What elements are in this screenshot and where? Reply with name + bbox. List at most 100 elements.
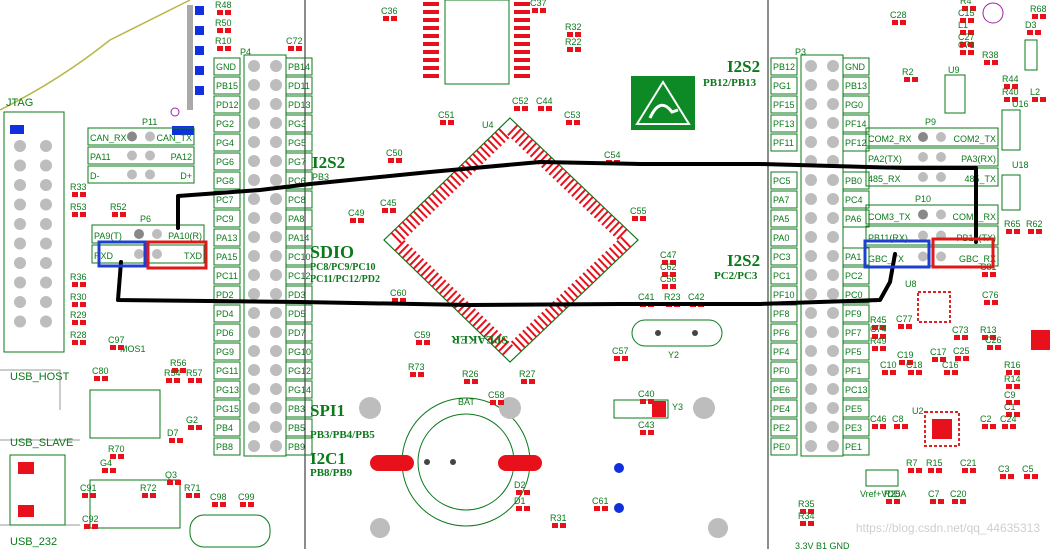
pad (886, 499, 892, 504)
pad (400, 298, 406, 303)
designator-r30: R30 (70, 292, 87, 302)
pad (894, 424, 900, 429)
mcu-pin (582, 272, 594, 284)
p4-left-label: PD12 (216, 100, 239, 110)
pad (892, 20, 898, 25)
mcu-pin (405, 217, 417, 230)
mcu-pin (394, 240, 406, 252)
p4-pin (248, 307, 260, 319)
designator-r26: R26 (462, 369, 479, 379)
mcu-pin (435, 279, 447, 291)
p3-pin (805, 440, 817, 452)
p4-left-label: PG9 (216, 347, 234, 357)
mcu-pin (589, 203, 602, 215)
jtag-pin (40, 315, 52, 328)
pad (424, 340, 430, 345)
pad (1010, 424, 1016, 429)
mcu-pin (464, 308, 476, 320)
p3-left-box (770, 209, 798, 228)
p4-pin (270, 345, 282, 357)
pad (72, 340, 78, 345)
designator-c59: C59 (414, 330, 431, 340)
pad (882, 370, 888, 375)
jtag-pin (14, 218, 26, 230)
chip-pin (514, 50, 530, 54)
p3-pin (827, 136, 839, 148)
pad (546, 106, 552, 111)
p4-pin (248, 231, 260, 243)
pad (167, 480, 173, 485)
designator-c47: C47 (660, 250, 677, 260)
pad (808, 521, 814, 526)
p3-right-label: PE5 (845, 404, 862, 414)
p4-left-label: PD4 (216, 309, 234, 319)
p4-right-label: PC8 (288, 195, 306, 205)
mcu-pin (472, 153, 484, 165)
pad (622, 356, 628, 361)
p11-label: PA11 (90, 152, 111, 162)
designator-r22: R22 (565, 37, 582, 47)
p9-pin (936, 172, 946, 182)
p4-pin (270, 364, 282, 376)
p3-left-box (770, 399, 798, 418)
p4-pin (270, 174, 282, 186)
chip-pin (514, 2, 530, 6)
pad (217, 10, 223, 15)
mcu-pin (435, 189, 447, 201)
designator-d1: D1 (514, 496, 526, 506)
pad (532, 8, 538, 13)
p9-pin (918, 172, 928, 182)
module-pad-column (170, 6, 204, 135)
p4-left-label: PG4 (216, 138, 234, 148)
p4-left-box (213, 57, 241, 76)
mcu-pin (605, 250, 617, 263)
mcu-pin (522, 329, 534, 342)
designator-c52: C52 (512, 96, 529, 106)
jtag-label: JTAG (6, 97, 33, 109)
p4-right-label: PB3 (288, 404, 305, 414)
pad (992, 60, 998, 65)
p3-pin (827, 345, 839, 357)
bottom-label: 3.3V B1 GND (795, 541, 850, 549)
designator-c44: C44 (536, 96, 553, 106)
designator-c7: C7 (928, 489, 940, 499)
p6-pin (134, 229, 144, 239)
designator-c51: C51 (438, 110, 455, 120)
gbc-rx-highlight (931, 237, 995, 269)
highlight-boxes (97, 237, 995, 270)
chip-pin (514, 18, 530, 22)
pad (952, 499, 958, 504)
pad (118, 454, 124, 459)
i2s2-mid-sub: PC2/PC3 (714, 270, 758, 282)
p3-pin (805, 288, 817, 300)
crystal-y2: Y2 (631, 319, 723, 360)
p4-right-label: PA8 (288, 214, 304, 224)
designator-c5: C5 (1022, 464, 1034, 474)
p3-pin (827, 117, 839, 129)
jtag-pin (14, 198, 26, 211)
p3-left-label: PG1 (773, 81, 791, 91)
designator-c36: C36 (381, 6, 398, 16)
p3-pin (805, 250, 817, 262)
p4-right-label: PB9 (288, 442, 305, 452)
pad (472, 379, 478, 384)
p4-left-box (213, 133, 241, 152)
pad (962, 335, 968, 340)
pad (952, 370, 958, 375)
pad (916, 370, 922, 375)
u18-label: U18 (1012, 160, 1029, 170)
pad (670, 284, 676, 289)
spi1-sub: PB3/PB4/PB5 (310, 429, 375, 441)
txd-highlight (146, 240, 208, 270)
pad (1032, 474, 1038, 479)
p4-left-box (213, 76, 241, 95)
p3-left-box (770, 418, 798, 437)
p9-pin (918, 132, 928, 142)
pad (670, 260, 676, 265)
p3-pin (827, 79, 839, 91)
designator-l2: L2 (1030, 87, 1040, 97)
designator-c42: C42 (688, 292, 705, 302)
mcu-pin (424, 268, 436, 281)
pad (217, 46, 223, 51)
gbc-tx-highlight (863, 239, 931, 269)
